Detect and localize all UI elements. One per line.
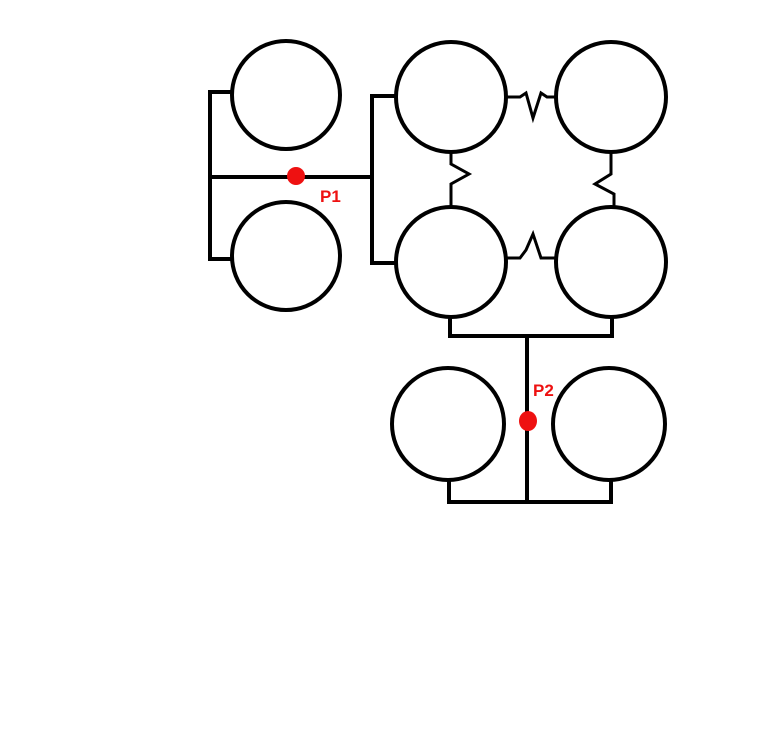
mid-bracket-wire [370, 94, 398, 265]
spring-block [449, 90, 616, 260]
spring-bottom [506, 229, 556, 260]
node-block-bottom-left [394, 205, 508, 319]
point-p2-marker [519, 411, 537, 431]
node-lower-right [551, 366, 667, 482]
node-left-bottom [230, 200, 342, 312]
node-lower-left [390, 366, 506, 482]
node-block-bottom-right [554, 205, 668, 319]
node-left-top [230, 39, 342, 151]
node-block-top-right [554, 40, 668, 154]
block-bottom-bus [448, 315, 614, 338]
spring-top [506, 90, 556, 124]
point-p1-label: P1 [320, 187, 341, 206]
lower-bottom-bus [447, 478, 613, 504]
node-block-top-left [394, 40, 508, 154]
point-p2-label: P2 [533, 381, 554, 400]
spring-right [591, 152, 616, 208]
point-p1-marker [287, 167, 305, 185]
spring-left [449, 152, 473, 208]
